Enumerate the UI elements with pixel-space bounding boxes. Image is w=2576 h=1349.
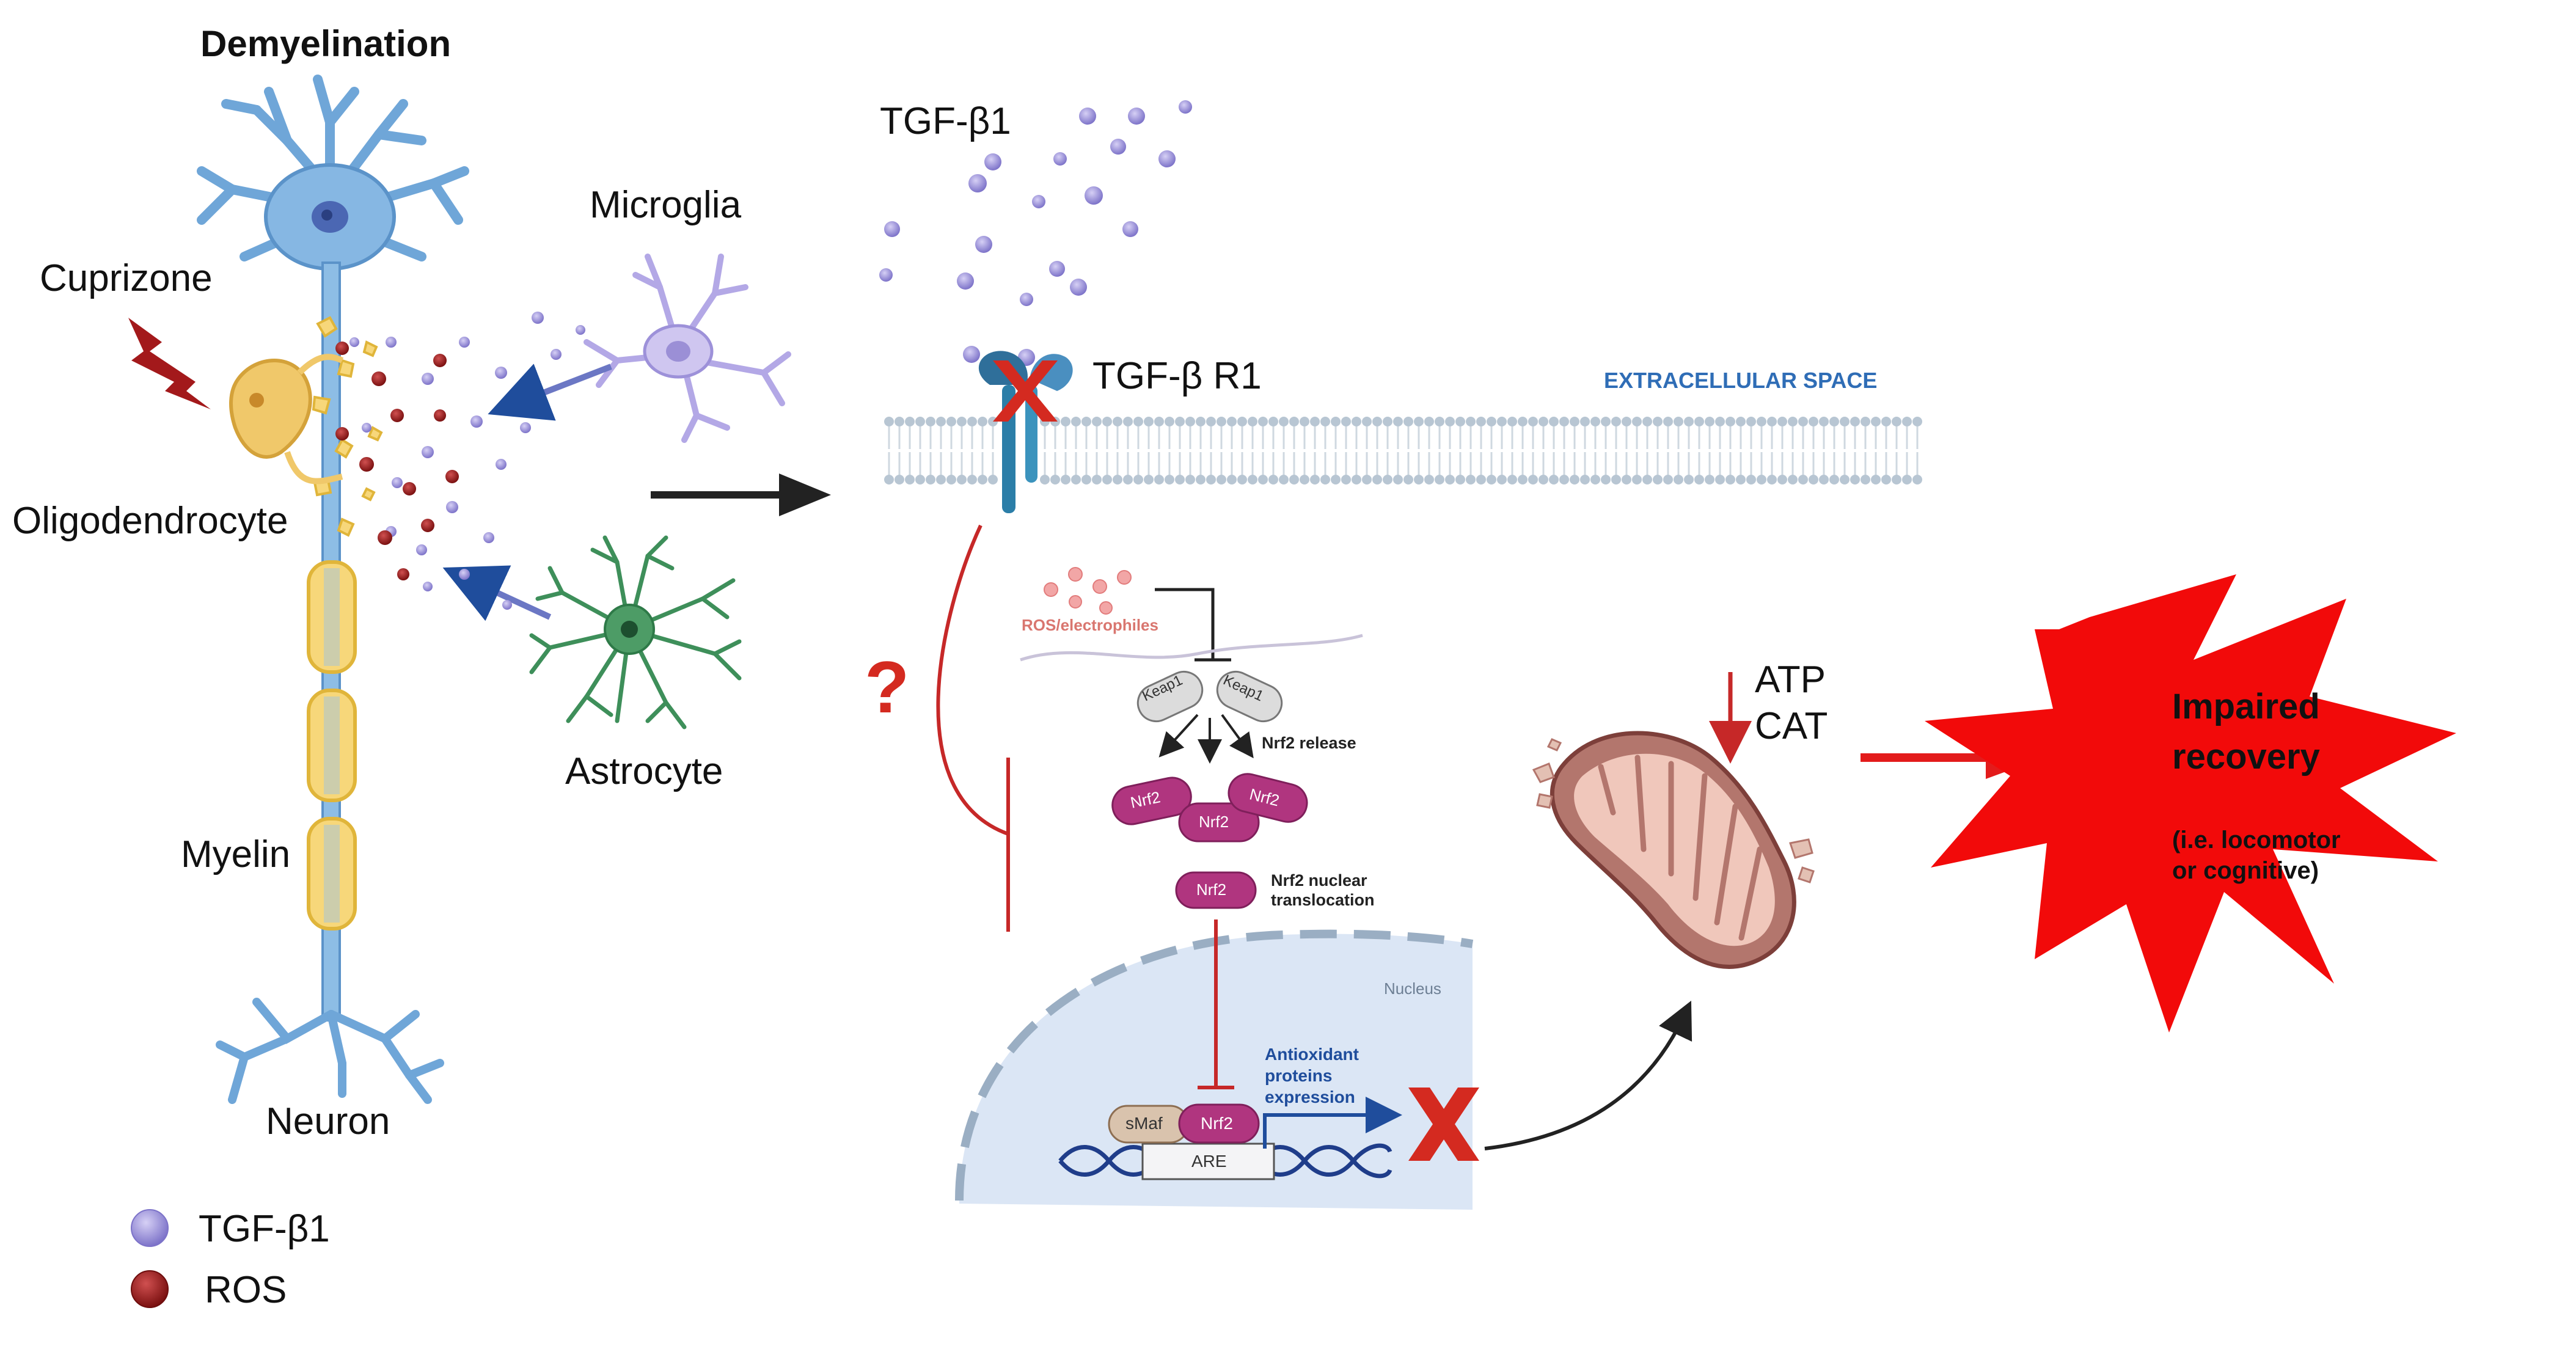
label-cognitive: or cognitive) <box>2172 857 2319 884</box>
legend-tgf-swatch <box>131 1209 169 1247</box>
label-cat: CAT <box>1755 705 1828 747</box>
label-nrf2-b: Nrf2 <box>1199 813 1229 831</box>
label-tgf-b1: TGF-β1 <box>880 100 1011 142</box>
label-nrf2-d: Nrf2 <box>1196 880 1227 899</box>
label-nrf2-release: Nrf2 release <box>1262 734 1356 752</box>
main-arrow <box>651 473 831 516</box>
label-extracellular-space: EXTRACELLULAR SPACE <box>1604 368 1878 393</box>
label-tgf-receptor: TGF-β R1 <box>1092 355 1262 397</box>
label-astrocyte: Astrocyte <box>565 750 723 792</box>
unknown-inhibition-curve <box>936 524 1009 836</box>
damaged-mitochondrion <box>1532 731 1815 969</box>
oligodendrocyte-cell <box>229 354 344 484</box>
microglia-arrow <box>488 364 612 421</box>
label-cuprizone: Cuprizone <box>40 257 213 299</box>
astrocyte-cell <box>529 535 742 729</box>
legend-label-tgf: TGF-β1 <box>199 1208 330 1250</box>
label-impaired: Impaired <box>2172 687 2320 726</box>
cuprizone-lightning-icon <box>128 318 211 409</box>
label-are: ARE <box>1191 1152 1227 1171</box>
are-box <box>1141 1142 1275 1180</box>
label-atp: ATP <box>1755 659 1826 701</box>
label-myelin: Myelin <box>181 833 291 876</box>
ros-electrophile-dots <box>1044 567 1132 615</box>
ros-inhibition-line <box>1155 588 1215 660</box>
receptor-block-cross-icon <box>993 360 1058 422</box>
transcription-arrow <box>1263 1097 1402 1149</box>
label-smaf: sMaf <box>1125 1114 1163 1133</box>
tgf-particles-top <box>879 100 1192 366</box>
label-nrf2-bound: Nrf2 <box>1201 1114 1233 1133</box>
label-neuron: Neuron <box>266 1100 390 1142</box>
keap1-dimer <box>1136 670 1283 723</box>
nrf2-bound <box>1178 1103 1260 1144</box>
impaired-recovery-burst <box>1925 574 2456 1033</box>
legend-item-tgf: TGF-β1 <box>128 1207 373 1249</box>
label-locomotor: (i.e. locomotor <box>2172 827 2341 854</box>
label-translocation: translocation <box>1271 891 1375 909</box>
label-antioxidant-1: Antioxidant <box>1265 1045 1359 1064</box>
legend-ros-swatch <box>131 1270 169 1308</box>
nrf2-translocating <box>1175 871 1257 909</box>
legend-item-ros: ROS <box>128 1268 373 1311</box>
label-antioxidant-3: expression <box>1265 1088 1355 1106</box>
label-microglia: Microglia <box>590 184 742 226</box>
neuron-cell <box>197 75 469 1104</box>
label-antioxidant-2: proteins <box>1265 1066 1333 1085</box>
label-oligodendrocyte: Oligodendrocyte <box>12 500 288 542</box>
microglia-cell <box>584 254 791 443</box>
label-nucleus: Nucleus <box>1384 979 1441 998</box>
particle-cloud-left <box>335 312 585 610</box>
nrf2-released-group <box>1111 773 1308 843</box>
legend-label-ros: ROS <box>205 1269 287 1311</box>
antioxidant-block-cross-icon <box>1408 1088 1479 1161</box>
question-mark: ? <box>865 646 910 728</box>
to-mitochondria-arrow <box>1484 1000 1692 1150</box>
cell-membrane <box>884 415 1925 484</box>
astrocyte-arrow <box>442 565 552 621</box>
label-ros-electrophiles: ROS/electrophiles <box>1022 616 1158 634</box>
label-recovery: recovery <box>2172 737 2320 777</box>
title-demyelination: Demyelination <box>200 23 452 64</box>
label-nrf2-nuclear: Nrf2 nuclear <box>1271 871 1367 890</box>
